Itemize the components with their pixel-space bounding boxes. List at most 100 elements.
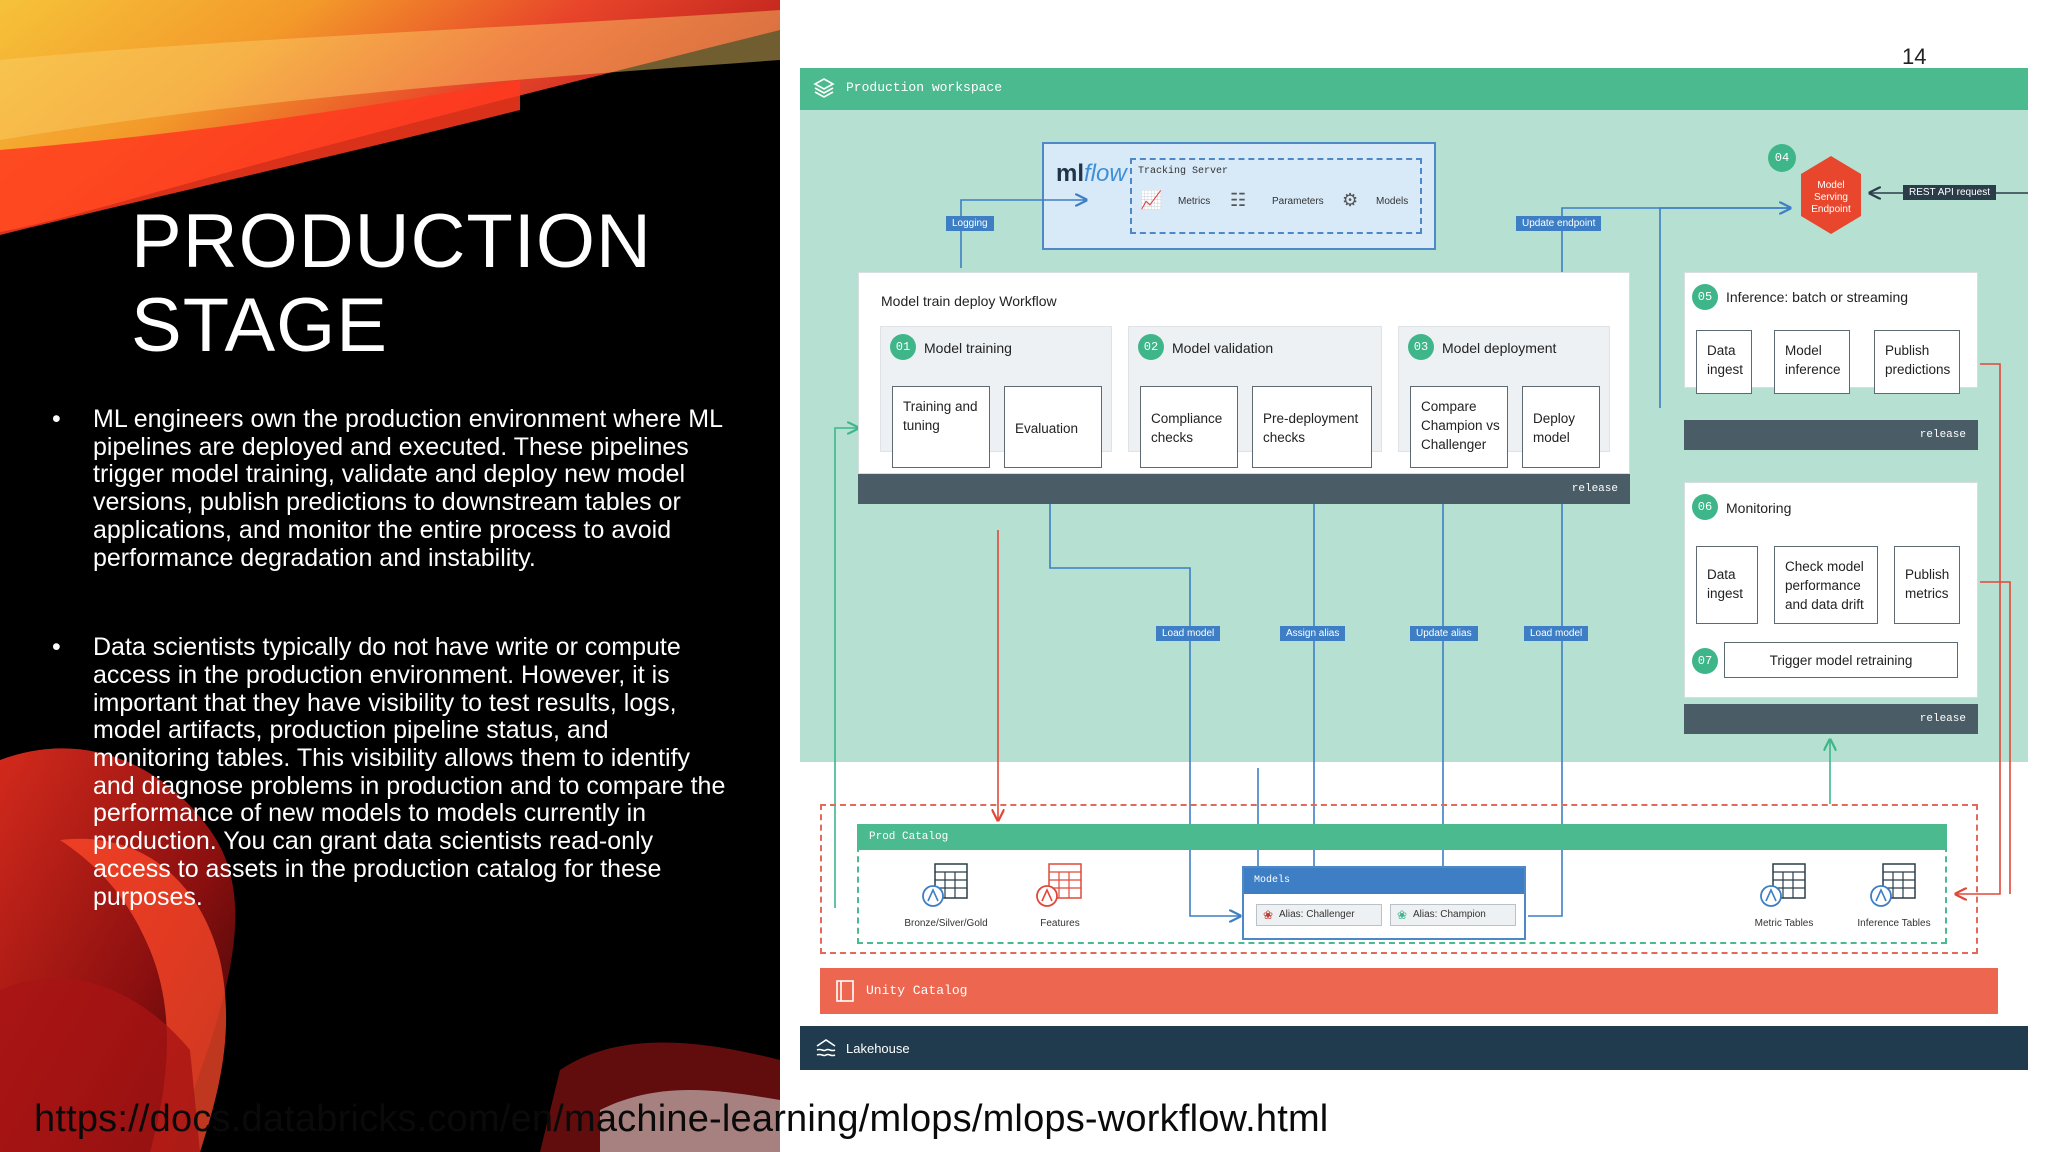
lakehouse-icon — [816, 1039, 836, 1057]
models-header: Models — [1244, 868, 1524, 894]
assign-alias-tag: Assign alias — [1280, 626, 1346, 641]
inference-data-ingest-box: Data ingest — [1696, 330, 1752, 394]
inference-table-icon — [1869, 860, 1919, 910]
tracking-server: Tracking Server 📈 Metrics ☷ Parameters ⚙… — [1130, 158, 1422, 234]
delta-table-icon — [921, 860, 971, 910]
source-url[interactable]: https://docs.databricks.com/en/machine-l… — [34, 1098, 1329, 1140]
rest-api-request-tag: REST API request — [1903, 185, 1996, 200]
mlflow-logo-ml: ml — [1056, 160, 1085, 187]
lakehouse-bar: Lakehouse — [800, 1026, 2028, 1070]
models-registry-box: Models ❀ Alias: Challenger ❀ Alias: Cham… — [1242, 866, 1526, 940]
serving-endpoint-label: Model Serving Endpoint — [1811, 180, 1851, 215]
alias-challenger-label: Alias: Challenger — [1279, 909, 1355, 920]
alias-challenger: ❀ Alias: Challenger — [1256, 904, 1382, 926]
slide-title: PRODUCTION STAGE — [131, 199, 652, 368]
tracking-server-label: Tracking Server — [1138, 166, 1229, 177]
metric-table-icon — [1759, 860, 1809, 910]
models-brain-icon: ⚙ — [1342, 190, 1359, 210]
step-03-badge: 03 — [1408, 334, 1434, 360]
training-tuning-box: Training and tuning — [892, 386, 990, 468]
parameters-icon: ☷ — [1230, 190, 1247, 210]
bullet-item: • Data scientists typically do not have … — [52, 633, 732, 911]
page-number: 14 — [1902, 44, 1927, 69]
models-label: Models — [1254, 875, 1291, 886]
monitoring-release-label: release — [1919, 713, 1966, 725]
mlops-production-diagram: Production workspace mlflow Tracking Ser… — [800, 68, 2028, 1070]
inference-release-bar: release — [1684, 420, 1978, 450]
monitoring-title: Monitoring — [1726, 500, 1792, 516]
step-06-badge: 06 — [1692, 494, 1718, 520]
prod-catalog-label: Prod Catalog — [869, 831, 949, 843]
step-04-badge: 04 — [1768, 144, 1796, 172]
layers-icon — [813, 78, 835, 98]
features-label: Features — [1040, 918, 1080, 929]
alias-champion-label: Alias: Champion — [1413, 909, 1486, 920]
pre-deployment-checks-box: Pre-deployment checks — [1252, 386, 1372, 468]
inference-release-label: release — [1919, 429, 1966, 441]
abstract-background-art — [0, 0, 780, 1152]
unity-catalog-region — [820, 804, 1978, 954]
load-model-tag-2: Load model — [1524, 626, 1589, 641]
evaluation-box: Evaluation — [1004, 386, 1102, 468]
compliance-checks-box: Compliance checks — [1140, 386, 1238, 468]
bullet-text: Data scientists typically do not have wr… — [93, 633, 726, 911]
mlflow-tracking-box: mlflow Tracking Server 📈 Metrics ☷ Param… — [1042, 142, 1436, 250]
step-02-badge: 02 — [1138, 334, 1164, 360]
prod-catalog-region — [857, 846, 1947, 944]
monitoring-release-bar: release — [1684, 704, 1978, 734]
trigger-model-retraining-box: Trigger model retraining — [1724, 642, 1958, 678]
metric-tables-label: Metric Tables — [1754, 918, 1814, 929]
catalog-icon — [836, 980, 854, 1002]
logging-tag: Logging — [946, 216, 994, 231]
update-alias-tag: Update alias — [1410, 626, 1478, 641]
lakehouse-label: Lakehouse — [846, 1041, 910, 1056]
metric-tables-asset: Metric Tables — [1734, 860, 1834, 929]
metrics-icon: 📈 — [1140, 190, 1163, 210]
model-brain-icon: ❀ — [1397, 908, 1408, 922]
bullet-marker: • — [52, 633, 61, 662]
update-endpoint-tag: Update endpoint — [1516, 216, 1602, 231]
bullet-list: • ML engineers own the production enviro… — [52, 405, 732, 973]
workspace-label: Production workspace — [846, 80, 1003, 95]
workspace-header: Production workspace — [800, 68, 2028, 110]
left-decorative-panel — [0, 0, 780, 1152]
load-model-tag: Load model — [1156, 626, 1221, 641]
workflow-release-label: release — [1571, 483, 1618, 495]
bronze-silver-gold-asset: Bronze/Silver/Gold — [896, 860, 996, 929]
publish-predictions-box: Publish predictions — [1874, 330, 1960, 394]
metrics-label: Metrics — [1178, 196, 1211, 207]
model-serving-endpoint: Model Serving Endpoint — [1799, 154, 1863, 236]
parameters-label: Parameters — [1272, 196, 1324, 207]
mlflow-logo: mlflow — [1056, 160, 1127, 188]
mlflow-logo-flow: flow — [1084, 160, 1127, 187]
bronze-silver-gold-label: Bronze/Silver/Gold — [904, 918, 988, 929]
workflow-title: Model train deploy Workflow — [881, 293, 1057, 309]
feature-table-icon — [1035, 860, 1085, 910]
step-07-badge: 07 — [1692, 648, 1718, 674]
step-02-title: Model validation — [1172, 340, 1274, 356]
inference-tables-label: Inference Tables — [1857, 918, 1931, 929]
inference-title: Inference: batch or streaming — [1726, 289, 1909, 305]
models-label: Models — [1376, 196, 1409, 207]
model-inference-box: Model inference — [1774, 330, 1850, 394]
monitoring-data-ingest-box: Data ingest — [1696, 546, 1758, 624]
step-05-badge: 05 — [1692, 284, 1718, 310]
alias-champion: ❀ Alias: Champion — [1390, 904, 1516, 926]
features-asset: Features — [1010, 860, 1110, 929]
model-brain-icon: ❀ — [1263, 908, 1274, 922]
bullet-marker: • — [52, 405, 61, 433]
prod-catalog-header: Prod Catalog — [857, 824, 1947, 850]
step-03-title: Model deployment — [1442, 340, 1557, 356]
unity-catalog-bar: Unity Catalog — [820, 968, 1998, 1014]
deploy-model-box: Deploy model — [1522, 386, 1600, 468]
check-model-performance-box: Check model performance and data drift — [1774, 546, 1878, 624]
bullet-item: • ML engineers own the production enviro… — [52, 405, 732, 572]
inference-tables-asset: Inference Tables — [1844, 860, 1944, 929]
unity-catalog-label: Unity Catalog — [866, 983, 968, 998]
compare-champion-challenger-box: Compare Champion vs Challenger — [1410, 386, 1508, 468]
step-01-badge: 01 — [890, 334, 916, 360]
step-01-title: Model training — [924, 340, 1012, 356]
publish-metrics-box: Publish metrics — [1894, 546, 1960, 624]
workflow-release-bar: release — [858, 474, 1630, 504]
bullet-text: ML engineers own the production environm… — [93, 405, 723, 572]
